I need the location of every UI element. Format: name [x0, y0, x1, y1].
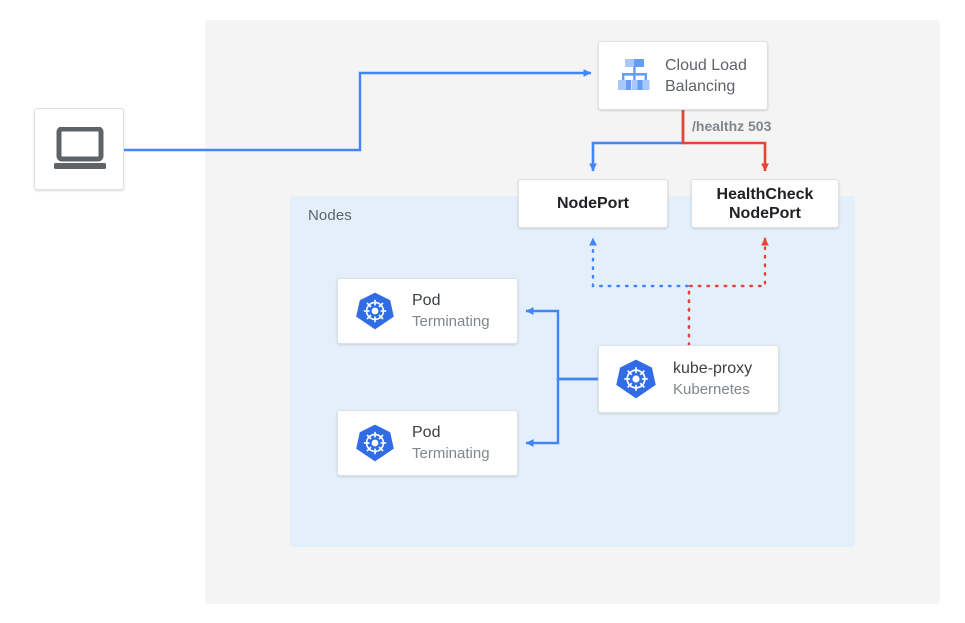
pod-node-2[interactable]: Pod Terminating [337, 410, 518, 476]
kubernetes-icon [352, 278, 398, 344]
kube-proxy-subtitle: Kubernetes [673, 381, 750, 398]
healthcheck-label-line1: HealthCheck [716, 185, 814, 203]
healthcheck-nodeport-node[interactable]: HealthCheck NodePort [691, 179, 839, 228]
lb-title-line2: Balancing [665, 77, 736, 95]
pod-status: Terminating [412, 445, 490, 462]
healthcheck-nodeport-label: HealthCheck NodePort [717, 185, 814, 223]
lb-title-line1: Cloud Load [665, 56, 747, 74]
cloud-load-balancing-icon [611, 41, 657, 110]
nodes-panel-label: Nodes [308, 207, 352, 224]
laptop-icon [35, 109, 125, 191]
kubernetes-icon [352, 410, 398, 476]
cloud-load-balancing-node[interactable]: Cloud Load Balancing [598, 41, 768, 110]
nodeport-label: NodePort [557, 195, 629, 212]
kubernetes-icon [613, 345, 659, 413]
client-node[interactable] [34, 108, 124, 190]
healthz-status-label: /healthz 503 [692, 118, 772, 134]
pod-title: Pod [412, 292, 441, 309]
kube-proxy-node[interactable]: kube-proxy Kubernetes [598, 345, 779, 413]
kube-proxy-title: kube-proxy [673, 360, 753, 377]
pod-status: Terminating [412, 313, 490, 330]
pod-node-1[interactable]: Pod Terminating [337, 278, 518, 344]
nodeport-node[interactable]: NodePort [518, 179, 668, 228]
pod-title: Pod [412, 424, 441, 441]
healthcheck-label-line2: NodePort [728, 204, 801, 222]
